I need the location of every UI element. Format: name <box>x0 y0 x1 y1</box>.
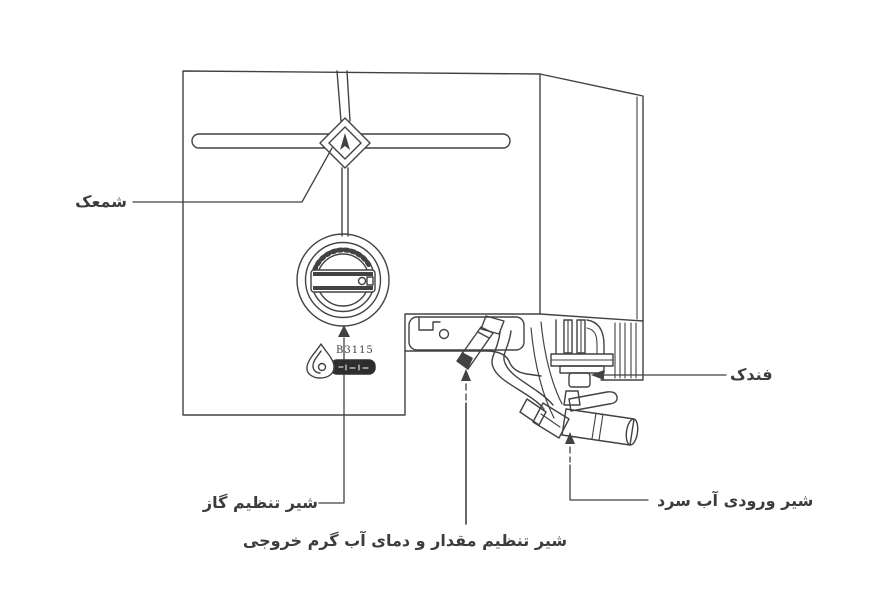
knob-tick-marks <box>312 247 373 273</box>
valve-nut <box>532 402 570 439</box>
inlet-pipe <box>491 331 545 410</box>
cold-water-valve <box>491 330 639 446</box>
screw-hole <box>438 328 450 340</box>
spout-fitting <box>480 315 505 335</box>
label-hot-water-output-valve: شیر تنظیم مقدار و دمای آب گرم خروجی <box>242 531 568 550</box>
knob-pointer-arrow <box>338 325 350 337</box>
flame-icon <box>306 343 335 379</box>
pilot-leader-line <box>132 147 333 203</box>
outlet-area <box>404 315 563 419</box>
igniter-assembly <box>550 319 614 388</box>
model-code-text: B3115 <box>336 345 374 356</box>
igniter-leader-line <box>591 370 727 380</box>
pilot-arrow-icon <box>340 133 350 150</box>
label-igniter: فندک <box>730 365 773 384</box>
label-cold-water-inlet-valve: شیر ورودی آب سرد <box>657 491 814 510</box>
label-pilot-light: شمعک <box>75 192 127 211</box>
label-gas-regulator-valve: شیر تنظیم گاز <box>202 493 318 512</box>
logo-banner <box>330 359 376 375</box>
pilot-assembly <box>191 70 511 237</box>
brand-logo <box>306 343 376 379</box>
lower-vent-band <box>600 320 644 381</box>
gas-valve-leader-line <box>318 337 345 504</box>
side-panel <box>539 73 644 322</box>
igniter-button <box>568 372 591 388</box>
inner-panel <box>408 316 525 351</box>
cold-water-leader-line <box>565 432 649 501</box>
hot-water-leader-line <box>461 369 471 525</box>
gas-knob <box>296 233 390 337</box>
valve-lever <box>568 391 618 412</box>
heater-body <box>182 70 644 416</box>
